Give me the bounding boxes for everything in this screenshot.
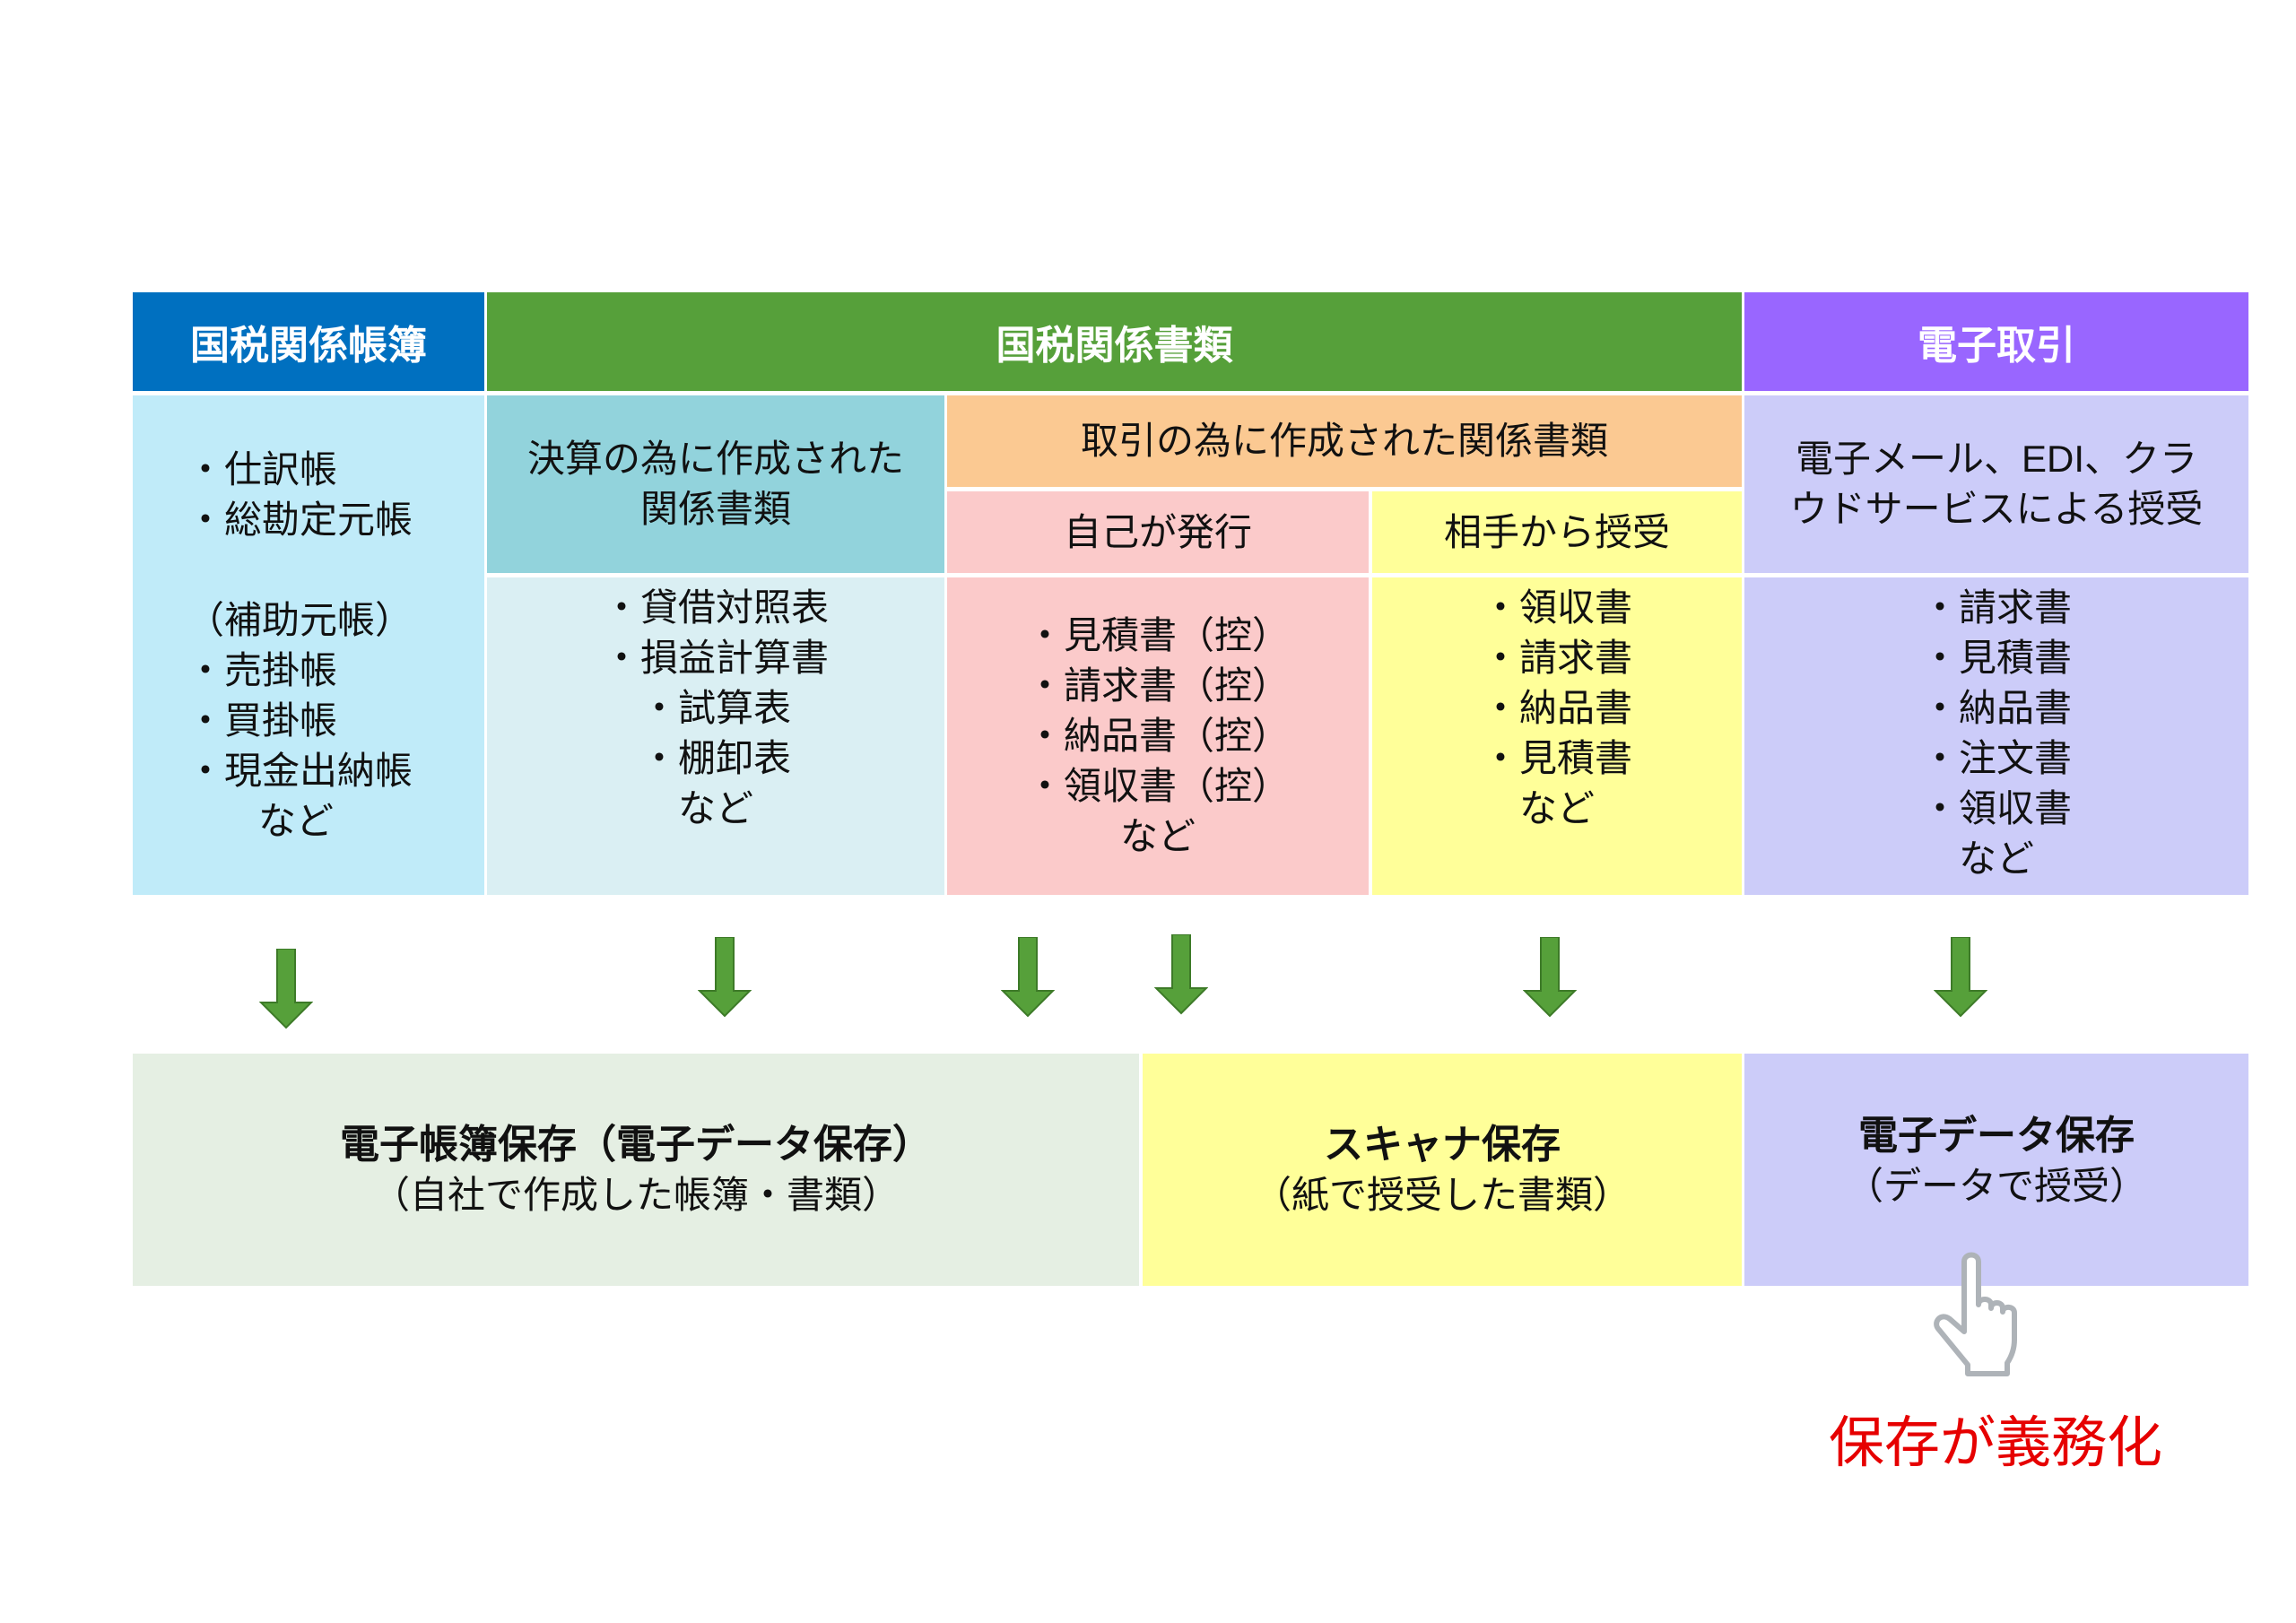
down-arrow-icon — [1154, 934, 1208, 1015]
received-cell: ・領収書 ・請求書 ・納品書 ・見積書 など — [1372, 577, 1742, 895]
title-line: ウドサービスによる授受 — [1789, 488, 2204, 530]
etc-label: など — [677, 787, 753, 829]
transaction-title: 取引の為に作成された関係書類 — [947, 395, 1742, 487]
etc-label: など — [1119, 815, 1196, 857]
storage-title: スキャナ保存 — [1324, 1122, 1561, 1167]
down-arrow-icon — [698, 937, 752, 1018]
title-line: 決算の為に作成された — [526, 438, 904, 480]
header-edt: 電子取引 — [1744, 292, 2248, 391]
title-line: 電子メール、EDI、クラ — [1795, 438, 2197, 480]
list-item: ・仕訳帳 — [186, 447, 337, 490]
down-arrow-icon — [1934, 937, 1987, 1018]
storage-subtitle: （紙で授受した書類） — [1253, 1173, 1631, 1216]
settlement-cell: ・貸借対照表 ・損益計算書 ・試算表 ・棚卸表 など — [487, 577, 944, 895]
sub-title: （補助元帳） — [186, 598, 413, 641]
self-issued-cell: ・見積書（控） ・請求書（控） ・納品書（控） ・領収書（控） など — [947, 577, 1369, 895]
header-ledgers: 国税関係帳簿 — [133, 292, 484, 391]
list-item: ・試算表 — [639, 687, 791, 729]
header-label: 国税関係帳簿 — [190, 324, 427, 368]
storage-title: 電子帳簿保存（電子データ保存） — [340, 1122, 932, 1167]
received-title: 相手から授受 — [1372, 491, 1742, 573]
list-item: ・請求書 — [1481, 637, 1632, 679]
settlement-title: 決算の為に作成された 関係書類 — [487, 395, 944, 573]
list-item: ・請求書 — [1920, 586, 2072, 629]
down-arrow-icon — [259, 949, 313, 1029]
pointing-hand-icon — [1934, 1252, 2017, 1376]
list-item: ・納品書 — [1920, 687, 2072, 729]
list-item: ・現金出納帳 — [186, 749, 413, 792]
self-issued-title: 自己が発行 — [947, 491, 1369, 573]
down-arrow-icon — [1001, 937, 1055, 1018]
storage-subtitle: （データで授受） — [1845, 1164, 2147, 1207]
list-item: ・棚卸表 — [639, 737, 791, 779]
down-arrow-icon — [1523, 937, 1577, 1018]
title-text: 相手から授受 — [1443, 510, 1670, 553]
header-label: 国税関係書類 — [996, 324, 1233, 368]
scanner-storage: スキャナ保存 （紙で授受した書類） — [1143, 1054, 1742, 1286]
storage-subtitle: （自社で作成した帳簿・書類） — [371, 1173, 900, 1216]
etc-label: など — [257, 799, 334, 842]
list-item: ・請求書（控） — [1025, 664, 1290, 707]
etc-label: など — [1958, 838, 2034, 880]
header-label: 電子取引 — [1918, 324, 2075, 368]
etc-label: など — [1518, 787, 1595, 829]
list-item: ・損益計算書 — [602, 637, 829, 679]
storage-title: 電子データ保存 — [1858, 1113, 2135, 1158]
edt-title: 電子メール、EDI、クラ ウドサービスによる授受 — [1744, 395, 2248, 573]
edata-storage: 電子データ保存 （データで授受） — [1744, 1054, 2248, 1286]
list-item: ・納品書 — [1481, 687, 1632, 729]
header-documents: 国税関係書類 — [487, 292, 1742, 391]
electronic-books-storage: 電子帳簿保存（電子データ保存） （自社で作成した帳簿・書類） — [133, 1054, 1139, 1286]
title-text: 自己が発行 — [1063, 510, 1252, 553]
list-item: ・売掛帳 — [186, 648, 337, 691]
list-item: ・見積書 — [1920, 637, 2072, 679]
ledgers-cell: ・仕訳帳 ・総勘定元帳 （補助元帳） ・売掛帳 ・買掛帳 ・現金出納帳 など — [133, 395, 484, 895]
edt-cell: ・請求書 ・見積書 ・納品書 ・注文書 ・領収書 など — [1744, 577, 2248, 895]
title-line: 関係書類 — [639, 488, 791, 530]
mandatory-note: 保存が義務化 — [1828, 1412, 2162, 1474]
list-item: ・納品書（控） — [1025, 715, 1290, 757]
list-item: ・領収書 — [1920, 787, 2072, 829]
list-item: ・見積書（控） — [1025, 614, 1290, 656]
list-item: ・貸借対照表 — [602, 586, 829, 629]
list-item: ・注文書 — [1920, 737, 2072, 779]
list-item: ・領収書（控） — [1025, 765, 1290, 807]
list-item: ・総勘定元帳 — [186, 498, 413, 541]
list-item: ・買掛帳 — [186, 699, 337, 742]
list-item: ・見積書 — [1481, 737, 1632, 779]
list-item: ・領収書 — [1481, 586, 1632, 629]
title-text: 取引の為に作成された関係書類 — [1080, 420, 1608, 462]
